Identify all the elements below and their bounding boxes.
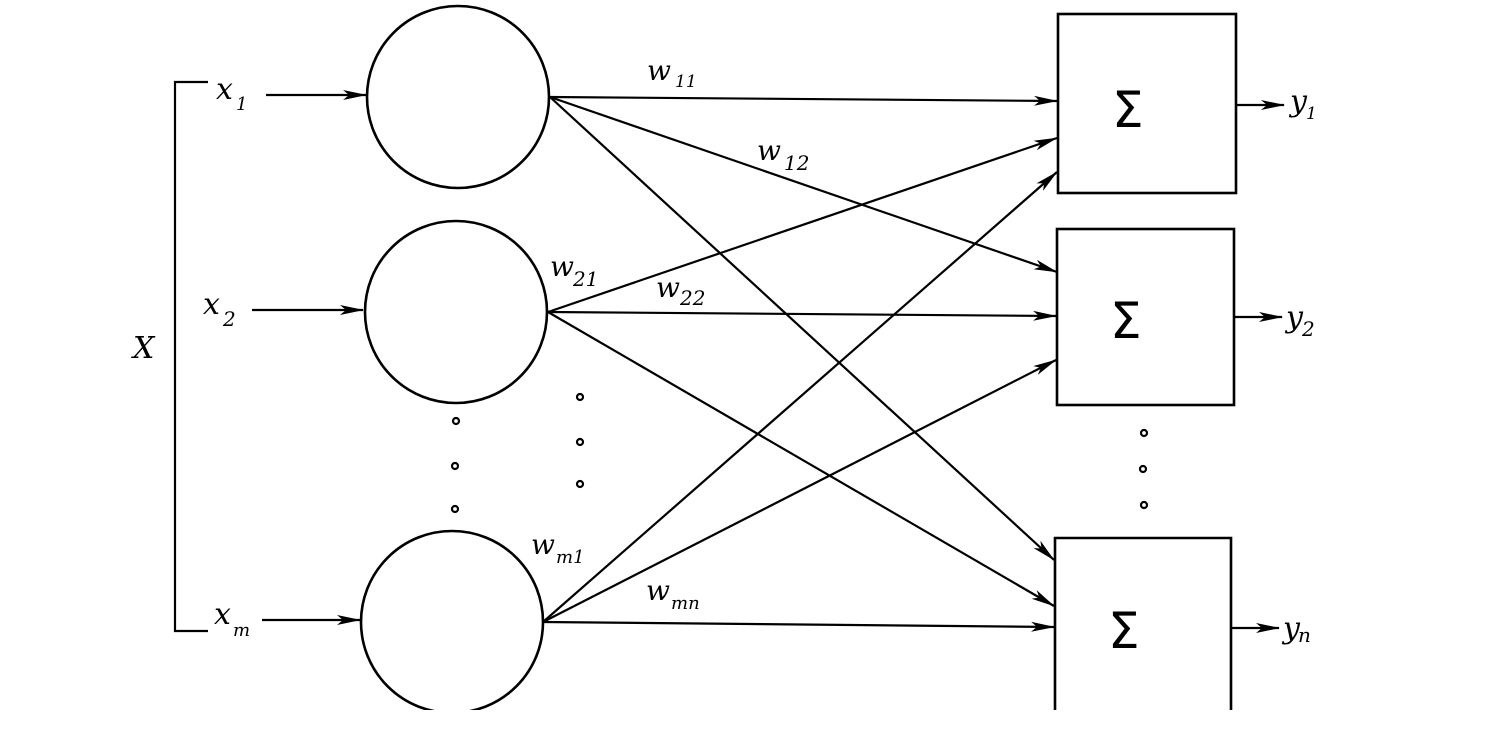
weight-ellipsis-dots — [575, 392, 585, 489]
crop-mask — [0, 710, 1498, 735]
weight-label-w12: w 12 — [757, 134, 809, 175]
input-node-2 — [363, 219, 549, 405]
output-ellipsis-dots — [1138, 428, 1149, 510]
svg-text:12: 12 — [784, 151, 809, 175]
svg-text:22: 22 — [679, 286, 705, 310]
svg-text:11: 11 — [675, 72, 697, 92]
input-vector-bracket — [173, 80, 208, 633]
sigma-icon: Σ — [1110, 292, 1142, 350]
sigma-icon: Σ — [1108, 602, 1140, 660]
weight-label-wm1: w m1 — [531, 528, 585, 568]
svg-text:21: 21 — [572, 267, 598, 291]
sum-unit-n: Σ — [1053, 536, 1233, 710]
svg-text:y: y — [1288, 84, 1308, 119]
svg-text:y: y — [1281, 611, 1301, 646]
input-label-x1: x 1 — [216, 72, 247, 115]
edge-x2-y1 — [547, 136, 1058, 314]
output-label-y2: y 2 — [1284, 300, 1315, 341]
svg-text:mn: mn — [671, 593, 700, 614]
edge-x2-y2 — [547, 310, 1057, 321]
svg-text:2: 2 — [222, 307, 236, 331]
svg-text:w: w — [550, 250, 574, 283]
svg-text:w: w — [656, 271, 680, 304]
edge-xm-yn — [542, 620, 1055, 632]
svg-text:n: n — [1298, 623, 1311, 647]
edge-xm-y2 — [542, 359, 1057, 623]
svg-text:x: x — [216, 72, 233, 107]
svg-text:x: x — [203, 287, 220, 322]
svg-text:y: y — [1284, 300, 1304, 335]
svg-text:w: w — [646, 574, 670, 607]
edge-x1-yn — [549, 96, 1055, 561]
sigma-icon: Σ — [1112, 81, 1144, 139]
svg-text:w: w — [647, 54, 671, 87]
edge-x1-y2 — [549, 95, 1058, 274]
svg-text:m1: m1 — [556, 547, 585, 568]
edge-x1-y1 — [549, 95, 1058, 106]
edge-x2-yn — [547, 311, 1055, 607]
sum-unit-2: Σ — [1055, 227, 1236, 407]
svg-text:1: 1 — [1306, 104, 1317, 124]
edge-xm-y1 — [542, 171, 1058, 623]
svg-text:w: w — [757, 134, 781, 167]
weight-label-wmn: w mn — [646, 574, 700, 614]
sum-unit-1: Σ — [1056, 12, 1238, 195]
connections — [542, 95, 1058, 632]
svg-text:m: m — [233, 620, 250, 641]
input-node-1 — [365, 4, 551, 190]
input-vector-label: X — [131, 331, 156, 366]
output-label-y1: y 1 — [1288, 84, 1317, 124]
weight-label-w21: w 21 — [550, 250, 598, 291]
svg-text:2: 2 — [1301, 317, 1315, 341]
input-label-x2: x 2 — [203, 287, 236, 331]
svg-text:1: 1 — [236, 94, 247, 115]
weight-label-w22: w 22 — [656, 271, 705, 310]
input-ellipsis-dots — [450, 416, 461, 514]
svg-text:w: w — [531, 528, 555, 561]
svg-text:x: x — [214, 597, 231, 632]
input-label-xm: x m — [214, 597, 250, 641]
weight-label-w11: w 11 — [647, 54, 697, 92]
output-label-yn: y n — [1281, 611, 1311, 647]
input-node-m — [359, 529, 545, 715]
